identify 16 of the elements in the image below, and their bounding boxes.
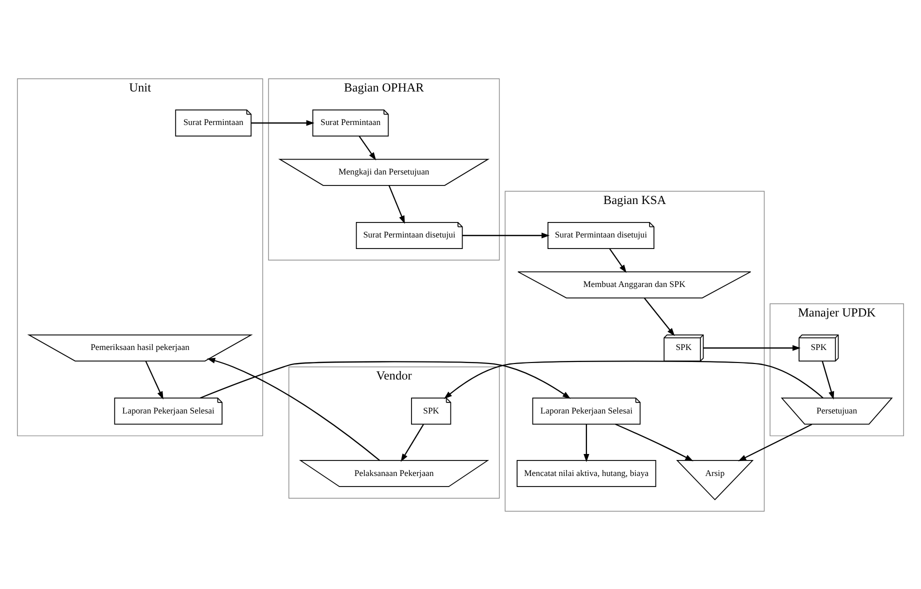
arrow: [207, 357, 380, 460]
arrow: [615, 423, 694, 461]
arrow: [251, 120, 314, 126]
arrow: [703, 344, 801, 350]
node-box: Mencatat nilai aktiva, hutang, biaya: [516, 460, 656, 487]
arrow: [584, 424, 590, 462]
arrow: [444, 360, 824, 399]
arrow: [462, 232, 550, 238]
arrow: [358, 135, 376, 160]
arrow: [145, 360, 164, 400]
arrow: [609, 248, 626, 272]
arrow: [822, 360, 834, 400]
arrow: [644, 297, 675, 336]
arrow: [400, 424, 424, 462]
arrow: [388, 184, 405, 224]
arrow: [200, 360, 571, 398]
